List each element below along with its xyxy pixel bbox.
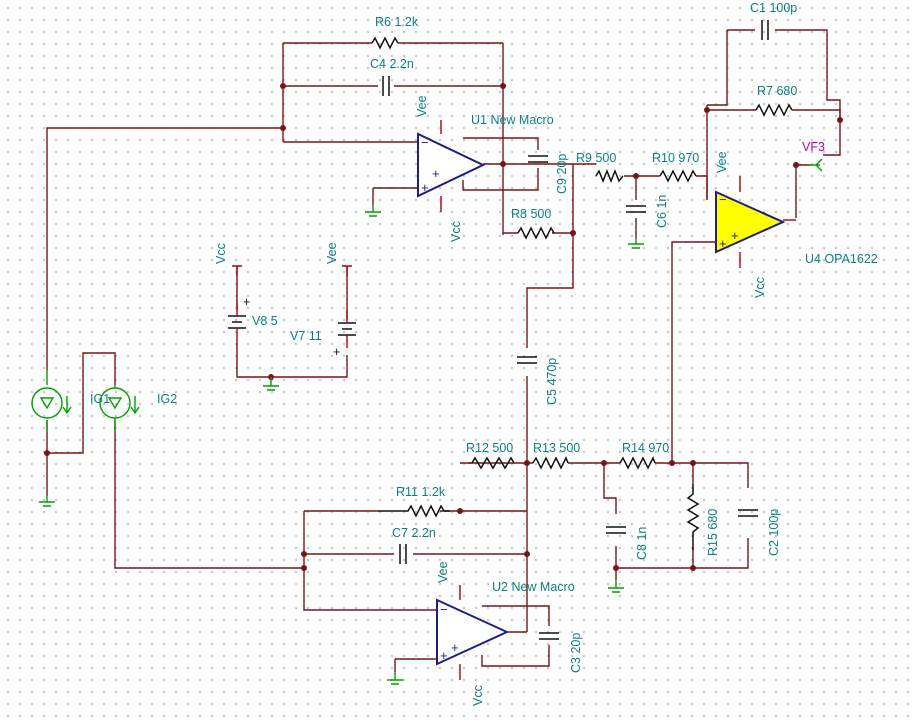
current-source-ig2[interactable] <box>99 385 140 432</box>
ground-symbols <box>39 205 644 685</box>
label-c4: C4 2.2n <box>370 57 414 71</box>
label-c8: C8 1n <box>635 527 649 560</box>
capacitor-c6[interactable] <box>626 205 646 213</box>
label-ig1: IG1 <box>90 392 110 406</box>
u2-minus-sign: − <box>440 602 448 617</box>
resistor-r14[interactable] <box>619 456 656 470</box>
resistor-r11[interactable] <box>378 504 450 518</box>
label-r7: R7 680 <box>757 84 797 98</box>
label-r10: R10 970 <box>652 151 699 165</box>
resistor-r8[interactable] <box>517 226 555 240</box>
label-c6: C6 1n <box>655 195 669 228</box>
capacitor-c1[interactable] <box>761 20 769 40</box>
label-u2-vcc: Vcc <box>471 685 485 706</box>
label-r11: R11 1.2k <box>396 485 446 499</box>
u2-plus-sign: + <box>440 648 448 663</box>
label-c3: C3 20p <box>569 633 583 673</box>
label-u1: U1 New Macro <box>471 113 554 127</box>
label-u4-vee: Vee <box>715 151 729 173</box>
label-u1-vee: Vee <box>415 95 429 117</box>
resistor-r15[interactable] <box>686 484 700 550</box>
resistor-r12[interactable] <box>471 456 515 470</box>
capacitor-c5[interactable] <box>517 356 537 364</box>
current-source-ig1[interactable] <box>31 370 72 432</box>
resistor-r6[interactable] <box>371 36 399 50</box>
resistor-r9[interactable] <box>595 168 624 184</box>
label-c1: C1 100p <box>750 1 797 15</box>
opamp-u4[interactable] <box>715 176 796 268</box>
v8-polarity-sign: + <box>243 295 250 309</box>
u1-ref-plus-sign: + <box>432 166 440 181</box>
label-u2-vee: Vee <box>436 561 450 583</box>
junctions <box>44 83 843 571</box>
label-r6: R6 1.2k <box>375 15 419 29</box>
u1-plus-sign: + <box>421 180 429 195</box>
resistor-r13[interactable] <box>532 456 569 470</box>
resistor-r7[interactable] <box>755 103 793 117</box>
capacitor-c8[interactable] <box>606 526 626 534</box>
label-vf3: VF3 <box>802 140 825 154</box>
v7-polarity-sign: + <box>333 345 340 359</box>
label-c5: C5 470p <box>545 358 559 405</box>
label-u4: U4 OPA1622 <box>805 252 878 266</box>
label-v8-vcc: Vcc <box>214 243 228 264</box>
label-u4-vcc: Vcc <box>753 277 767 298</box>
wires <box>46 29 841 672</box>
u1-minus-sign: − <box>421 135 429 150</box>
capacitor-c4[interactable] <box>382 76 390 96</box>
u4-plus-sign: + <box>719 236 727 251</box>
battery-v7[interactable] <box>338 310 356 348</box>
label-r14: R14 970 <box>622 441 669 455</box>
label-c9: C9 20p <box>555 154 569 194</box>
label-r13: R13 500 <box>533 441 580 455</box>
label-r9: R9 500 <box>576 151 616 165</box>
label-v8: V8 5 <box>252 314 278 328</box>
label-ig2: IG2 <box>157 392 177 406</box>
capacitor-c7[interactable] <box>399 544 407 564</box>
label-v7: V7 11 <box>290 329 322 343</box>
labels: R6 1.2k C4 2.2n U1 New Macro R8 500 R9 5… <box>90 1 878 706</box>
u4-ref-plus-sign: + <box>731 228 739 243</box>
vf3-probe-icon <box>810 158 823 172</box>
opamp-u2[interactable] <box>436 585 510 680</box>
label-u2: U2 New Macro <box>492 580 575 594</box>
capacitor-c9[interactable] <box>528 155 548 163</box>
supply-stubs <box>232 265 352 276</box>
label-r8: R8 500 <box>511 207 551 221</box>
label-r15: R15 680 <box>706 509 720 556</box>
capacitor-c2[interactable] <box>738 509 758 517</box>
label-c2: C2 100p <box>767 509 781 556</box>
u4-minus-sign: − <box>719 192 727 207</box>
opamp-u1[interactable] <box>417 120 486 212</box>
label-u1-vcc: Vcc <box>449 221 463 242</box>
label-r12: R12 500 <box>466 441 513 455</box>
battery-v8[interactable] <box>228 302 246 340</box>
label-c7: C7 2.2n <box>392 526 436 540</box>
capacitor-c3[interactable] <box>539 632 559 640</box>
resistor-r10[interactable] <box>659 169 697 183</box>
u2-ref-plus-sign: + <box>451 640 459 655</box>
label-v7-vee: Vee <box>325 242 339 264</box>
